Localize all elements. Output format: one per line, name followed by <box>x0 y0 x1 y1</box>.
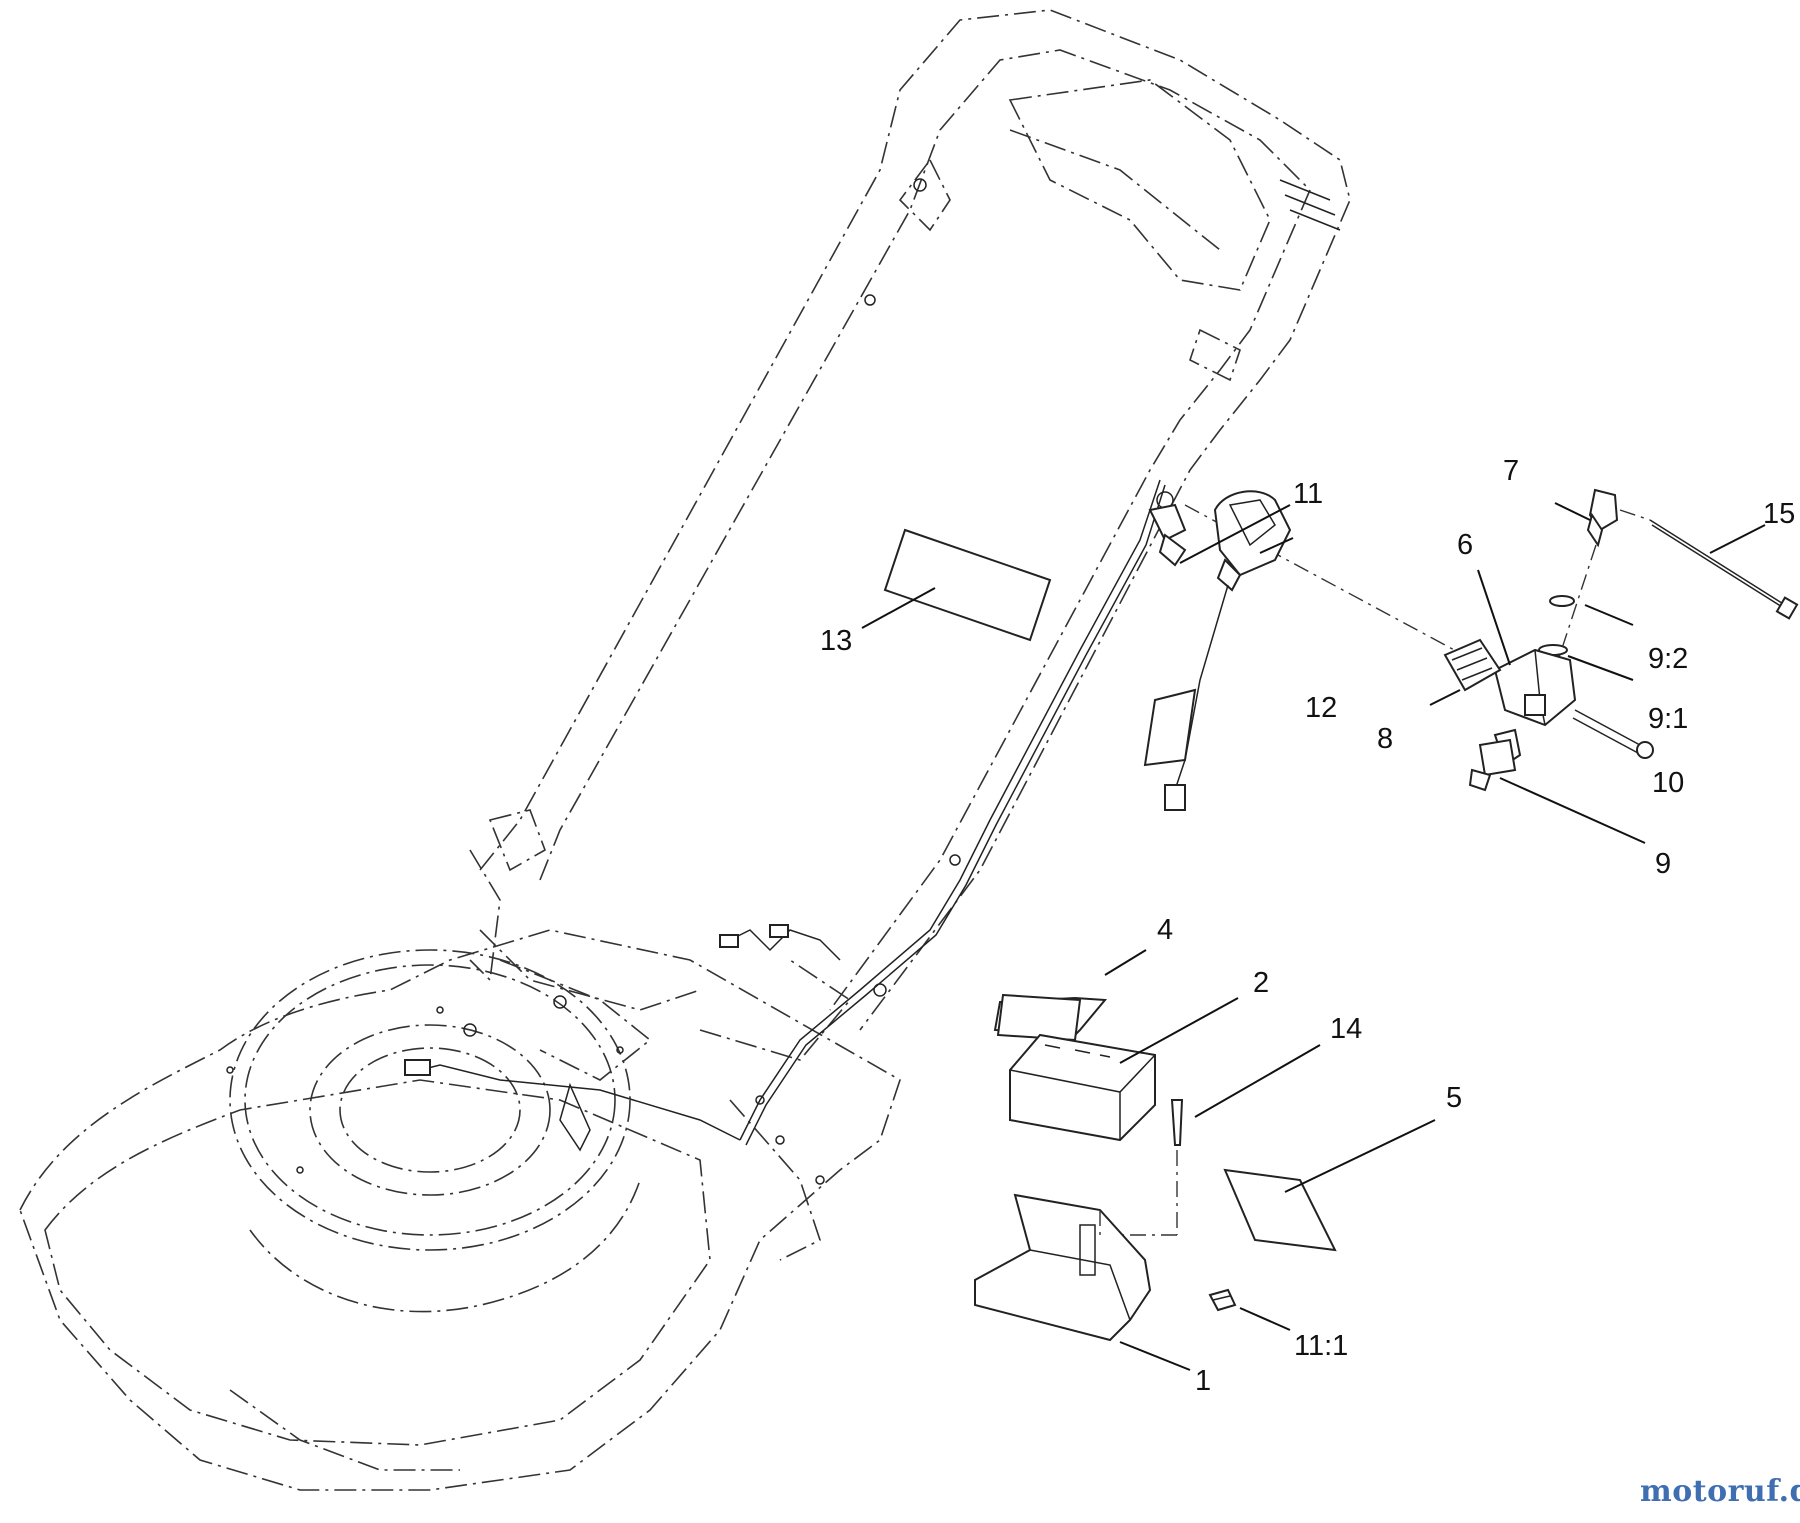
leader-lines <box>861 502 1766 1371</box>
part-11-1-fuse <box>1208 1288 1237 1312</box>
callout-5: 5 <box>1446 1082 1462 1114</box>
callout-1: 1 <box>1195 1365 1211 1397</box>
part-1-tray <box>974 1193 1152 1342</box>
mower-deck <box>19 929 901 1491</box>
part-9-switch <box>1468 728 1522 792</box>
callout-9-2: 9:2 <box>1648 643 1688 675</box>
callout-10: 10 <box>1652 767 1684 799</box>
callout-13: 13 <box>820 625 852 657</box>
callout-11-1: 11:1 <box>1294 1330 1348 1362</box>
part-5-decal <box>1223 1168 1337 1252</box>
mower-handle <box>469 9 1351 1031</box>
part-14-screw <box>1100 1099 1184 1236</box>
wire-harness <box>404 479 1166 1152</box>
part-9-2-washer <box>1549 595 1575 607</box>
callout-9-1: 9:1 <box>1648 703 1688 735</box>
part-4-decal <box>993 993 1108 1042</box>
callout-9: 9 <box>1655 848 1671 880</box>
callout-12: 12 <box>1305 692 1337 724</box>
callout-2: 2 <box>1253 967 1269 999</box>
part-12-charger <box>1143 490 1292 811</box>
part-11-connector <box>1148 503 1511 681</box>
callout-11: 11 <box>1293 478 1323 510</box>
watermark-logo: motoruf.de <box>1640 1474 1800 1509</box>
callout-4: 4 <box>1157 914 1173 946</box>
callout-6: 6 <box>1457 529 1473 561</box>
callout-8: 8 <box>1377 723 1393 755</box>
part-2-battery <box>1009 1033 1156 1142</box>
callout-15: 15 <box>1763 498 1795 530</box>
part-8-decal <box>1443 638 1502 692</box>
callout-14: 14 <box>1330 1013 1362 1045</box>
decal-13 <box>883 528 1052 642</box>
part-6-switch-housing <box>1493 648 1577 727</box>
watermark-text: motoruf.de <box>1640 1474 1800 1509</box>
callout-7: 7 <box>1503 455 1519 487</box>
part-15-rod <box>1619 509 1799 620</box>
callout-labels: 1 2 4 5 6 7 8 9 9:1 9:2 10 11 11:1 12 13… <box>820 455 1795 1397</box>
part-10-bolt <box>1572 709 1654 759</box>
